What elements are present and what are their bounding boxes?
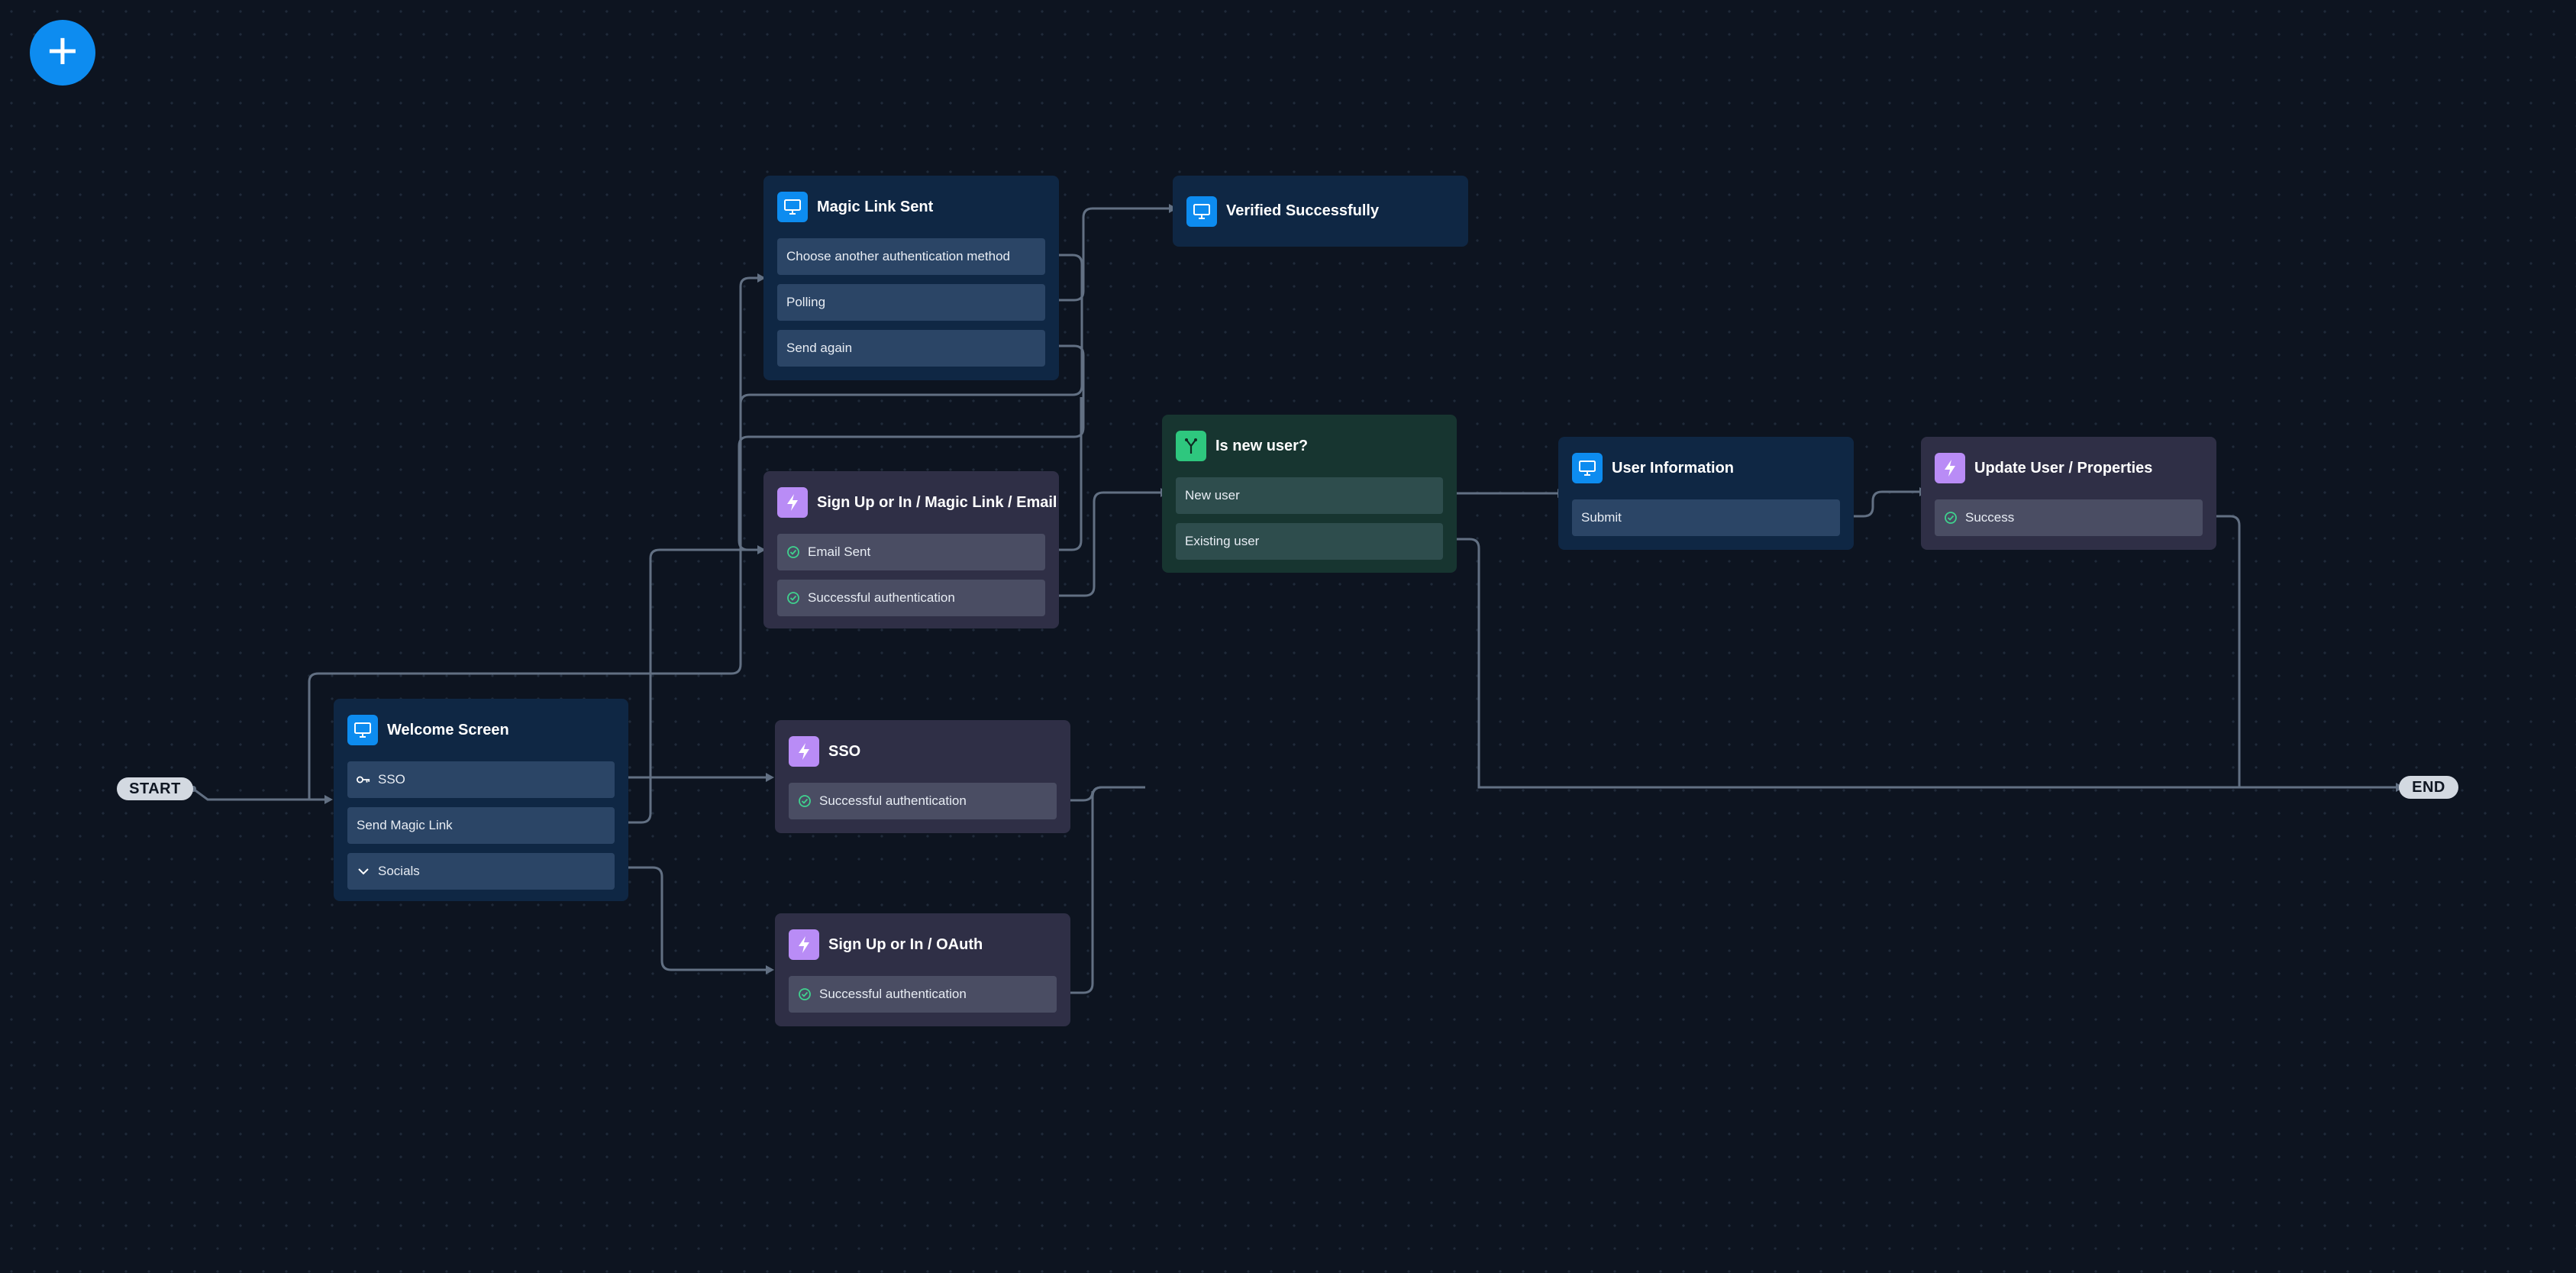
monitor-icon [1572, 453, 1603, 483]
row-successful-authentication[interactable]: Successful authentication [789, 783, 1057, 819]
row-send-magic-link[interactable]: Send Magic Link [347, 807, 615, 844]
start-label: START [129, 780, 181, 797]
node-oauth[interactable]: Sign Up or In / OAuth Successful authent… [775, 913, 1070, 1026]
node-verified-successfully[interactable]: Verified Successfully [1173, 176, 1468, 247]
row-label: Successful authentication [819, 987, 967, 1001]
lightning-icon [789, 929, 819, 960]
node-title: Sign Up or In / Magic Link / Email [817, 493, 1057, 511]
node-update-user-properties[interactable]: Update User / Properties Success [1921, 437, 2216, 550]
node-title: Welcome Screen [387, 721, 509, 738]
edge-start-welcome [192, 787, 324, 801]
row-label: Email Sent [808, 544, 871, 559]
row-label: Send again [786, 341, 853, 355]
check-circle-icon [798, 794, 812, 808]
row-label: Socials [378, 864, 420, 878]
row-label: Successful authentication [808, 590, 955, 605]
row-label: Send Magic Link [357, 818, 453, 832]
row-email-sent[interactable]: Email Sent [777, 534, 1045, 570]
row-polling[interactable]: Polling [777, 284, 1045, 321]
plus-icon: + [47, 21, 79, 80]
node-title: User Information [1612, 459, 1735, 477]
node-title: Update User / Properties [1974, 459, 2153, 477]
monitor-icon [777, 192, 808, 222]
row-label: SSO [378, 772, 405, 787]
edge-email-success-is-new [1046, 491, 1160, 597]
node-title: Verified Successfully [1226, 202, 1380, 219]
edge-magiclink-row-email-node [615, 548, 757, 824]
edge-update-end [2203, 515, 2241, 787]
row-success[interactable]: Success [1935, 499, 2203, 536]
lightning-icon [777, 487, 808, 518]
node-magic-link-sent[interactable]: Magic Link Sent Choose another authentic… [763, 176, 1059, 380]
node-user-information[interactable]: User Information Submit [1558, 437, 1854, 550]
row-label: Submit [1581, 510, 1622, 525]
add-node-button[interactable]: + [30, 20, 95, 86]
key-icon [357, 773, 370, 787]
node-title: Sign Up or In / OAuth [828, 935, 983, 953]
row-new-user[interactable]: New user [1176, 477, 1443, 514]
edge-existing-end [1443, 538, 2396, 789]
node-title: Magic Link Sent [817, 198, 934, 215]
row-label: Existing user [1185, 534, 1260, 548]
row-submit[interactable]: Submit [1572, 499, 1840, 536]
row-successful-authentication[interactable]: Successful authentication [789, 976, 1057, 1013]
monitor-icon [1186, 195, 1217, 227]
row-label: Success [1965, 510, 2015, 525]
row-send-again[interactable]: Send again [777, 330, 1045, 367]
node-title: Is new user? [1215, 437, 1309, 454]
chevron-down-icon[interactable] [357, 864, 370, 878]
edge-socials-row-oauth-node [615, 866, 766, 971]
check-circle-icon [786, 591, 800, 605]
check-circle-icon [1944, 511, 1958, 525]
row-label: Successful authentication [819, 793, 967, 808]
row-label: Polling [786, 295, 826, 309]
row-sso[interactable]: SSO [347, 761, 615, 798]
check-circle-icon [798, 987, 812, 1001]
lightning-icon [789, 736, 819, 767]
node-title: SSO [828, 742, 861, 760]
row-label: New user [1185, 488, 1240, 502]
node-magic-link-email[interactable]: Sign Up or In / Magic Link / Email Email… [763, 471, 1059, 628]
start-terminal[interactable]: START [117, 777, 193, 800]
row-choose-another[interactable]: Choose another authentication method [777, 238, 1045, 275]
row-socials[interactable]: Socials [347, 853, 615, 890]
node-welcome-screen[interactable]: Welcome Screen SSO Send Magic Link Socia… [334, 699, 628, 901]
row-label: Choose another authentication method [786, 249, 1010, 263]
end-terminal[interactable]: END [2399, 776, 2458, 799]
edge-polling-verified [1046, 207, 1169, 302]
monitor-icon [347, 715, 378, 745]
branch-icon [1176, 431, 1206, 461]
check-circle-icon [786, 545, 800, 559]
row-existing-user[interactable]: Existing user [1176, 523, 1443, 560]
lightning-icon [1935, 453, 1965, 483]
node-sso[interactable]: SSO Successful authentication [775, 720, 1070, 833]
end-label: END [2412, 778, 2445, 796]
row-successful-authentication[interactable]: Successful authentication [777, 580, 1045, 616]
node-is-new-user[interactable]: Is new user? New user Existing user [1162, 415, 1457, 573]
